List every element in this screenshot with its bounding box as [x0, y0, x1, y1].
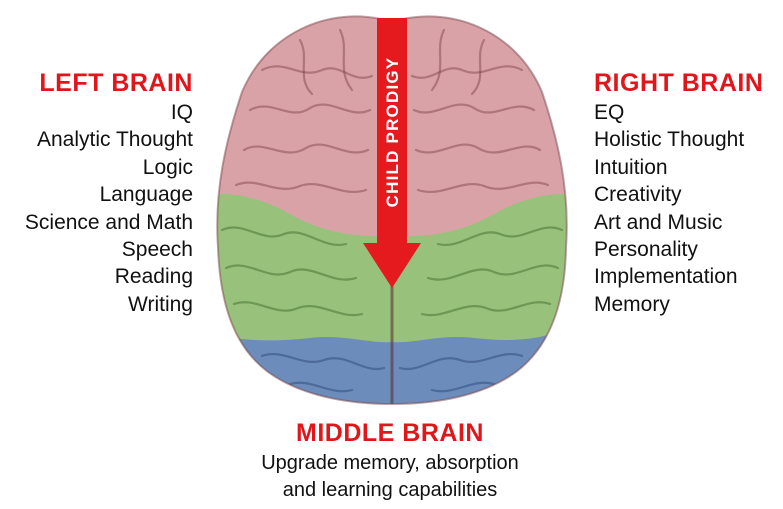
left-brain-title: LEFT BRAIN: [39, 69, 193, 97]
left-brain-item: IQ: [170, 101, 193, 124]
left-brain-item: Language: [99, 183, 193, 207]
left-brain-item: Reading: [114, 265, 193, 289]
middle-brain-title: MIDDLE BRAIN: [296, 419, 484, 447]
right-brain-title: RIGHT BRAIN: [594, 69, 764, 97]
left-brain-item: Logic: [142, 155, 193, 179]
left-brain-item: Science and Math: [24, 210, 193, 234]
middle-brain-description-line-1: Upgrade memory, absorption: [261, 452, 519, 474]
right-brain-item: EQ: [594, 101, 625, 124]
left-brain-item: Writing: [128, 292, 193, 316]
right-brain-list: EQ Holistic Thought Intuition Creativity…: [594, 99, 783, 318]
middle-brain-section: MIDDLE BRAIN Upgrade memory, absorption …: [190, 418, 590, 504]
left-brain-item: Speech: [121, 238, 193, 262]
right-brain-section: RIGHT BRAIN EQ Holistic Thought Intuitio…: [594, 68, 783, 318]
right-brain-item: Holistic Thought: [594, 128, 745, 152]
left-brain-list: IQ Analytic Thought Logic Language Scien…: [0, 99, 193, 318]
child-prodigy-arrow: [363, 18, 421, 288]
right-brain-item: Implementation: [594, 265, 738, 289]
right-brain-item: Art and Music: [594, 210, 723, 234]
child-prodigy-label: CHILD PRODIGY: [383, 57, 402, 208]
left-brain-section: LEFT BRAIN IQ Analytic Thought Logic Lan…: [0, 68, 193, 318]
right-brain-item: Personality: [594, 238, 698, 262]
brain-outline: [216, 15, 568, 406]
right-brain-item: Creativity: [594, 183, 682, 207]
right-brain-item: Intuition: [594, 155, 668, 179]
right-brain-item: Memory: [594, 292, 670, 316]
left-brain-item: Analytic Thought: [36, 128, 193, 152]
middle-brain-description-line-2: and learning capabilities: [282, 479, 498, 501]
